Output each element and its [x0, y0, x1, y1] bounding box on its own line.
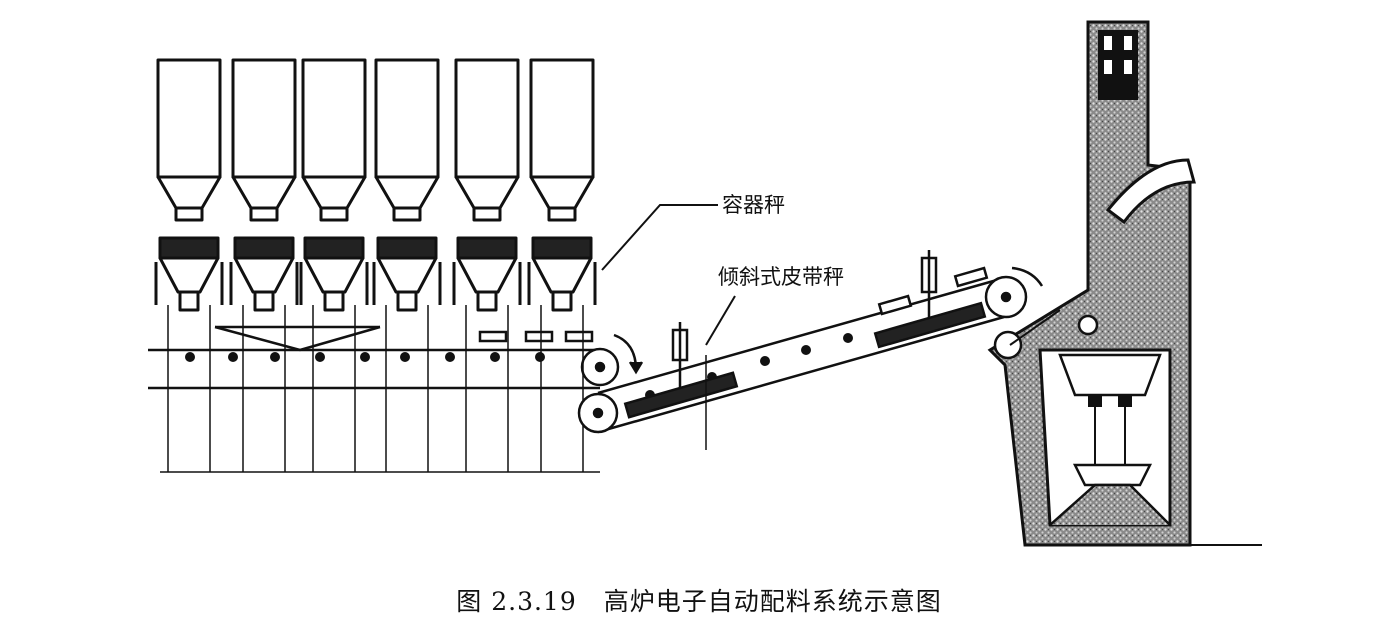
weigh-hopper-top — [531, 236, 593, 260]
conveyor-roller — [360, 352, 370, 362]
top-charging-hopper — [1058, 353, 1162, 397]
support-columns — [160, 305, 600, 473]
bin-cone — [231, 175, 297, 210]
gas-uptake — [1105, 158, 1196, 225]
storage-bin — [529, 58, 595, 179]
weigh-hopper-cone — [158, 256, 220, 294]
weigh-hopper-outlet — [551, 290, 573, 312]
charging-bell — [1072, 463, 1153, 487]
inclined-belt-scale — [623, 322, 739, 450]
weigh-hopper-outlet — [323, 290, 345, 312]
collecting-belt-conveyor — [148, 325, 644, 390]
bin-cone — [454, 175, 520, 210]
weigh-hopper-cone — [531, 256, 593, 294]
inclined-belt-conveyor — [577, 266, 1044, 434]
conveyor-roller — [535, 352, 545, 362]
storage-bins — [156, 58, 595, 222]
bin-outlet — [472, 206, 502, 222]
bin-outlet — [174, 206, 204, 222]
weigh-hopper-outlet — [476, 290, 498, 312]
storage-bin — [454, 58, 520, 179]
conveyor-roller — [228, 352, 238, 362]
conveyor-roller — [843, 333, 853, 343]
conveyor-roller — [490, 352, 500, 362]
inclined-conveyor-rollers — [645, 333, 853, 400]
figure-title: 高炉电子自动配料系统示意图 — [603, 587, 942, 616]
label-leaders — [601, 204, 736, 346]
bin-outlet — [392, 206, 422, 222]
bin-cone — [156, 175, 222, 210]
conveyor-roller — [801, 345, 811, 355]
storage-bin — [374, 58, 440, 179]
weigh-hopper-cone — [456, 256, 518, 294]
conveyor-roller — [760, 356, 770, 366]
figure-number: 图 2.3.19 — [456, 587, 577, 616]
weigh-hopper-top — [233, 236, 295, 260]
container-scale-label: 容器秤 — [722, 193, 785, 217]
weigh-hopper-cone — [233, 256, 295, 294]
weigh-hopper-top — [303, 236, 365, 260]
conveyor-roller — [185, 352, 195, 362]
storage-bin — [156, 58, 222, 179]
bin-cone — [374, 175, 440, 210]
weigh-hopper-outlet — [253, 290, 275, 312]
chute-arrow — [1011, 266, 1044, 287]
weigh-hopper-top — [456, 236, 518, 260]
storage-bin — [231, 58, 297, 179]
weigh-hopper-cone — [303, 256, 365, 294]
weigh-hopper-cone — [376, 256, 438, 294]
bin-outlet — [249, 206, 279, 222]
storage-bin — [301, 58, 367, 179]
weigh-hopper-outlet — [396, 290, 418, 312]
weigh-hopper-top — [158, 236, 220, 260]
figure-caption: 图 2.3.19 高炉电子自动配料系统示意图 — [0, 582, 1398, 618]
blast-furnace — [987, 20, 1262, 547]
conveyor-roller — [445, 352, 455, 362]
weigh-hoppers — [154, 236, 597, 312]
conveyor-rollers — [185, 352, 545, 362]
bin-cone — [529, 175, 595, 210]
belt-scale-upper — [873, 250, 987, 349]
conveyor-roller — [270, 352, 280, 362]
inclined-belt-scale-label: 倾斜式皮带秤 — [718, 265, 844, 289]
burden — [1049, 483, 1171, 526]
weigh-hopper-top — [376, 236, 438, 260]
bin-cone — [301, 175, 367, 210]
bin-outlet — [547, 206, 577, 222]
skip-pulley — [993, 330, 1023, 360]
weigh-hopper-outlet — [178, 290, 200, 312]
bin-outlet — [319, 206, 349, 222]
conveyor-roller — [315, 352, 325, 362]
conveyor-roller — [400, 352, 410, 362]
